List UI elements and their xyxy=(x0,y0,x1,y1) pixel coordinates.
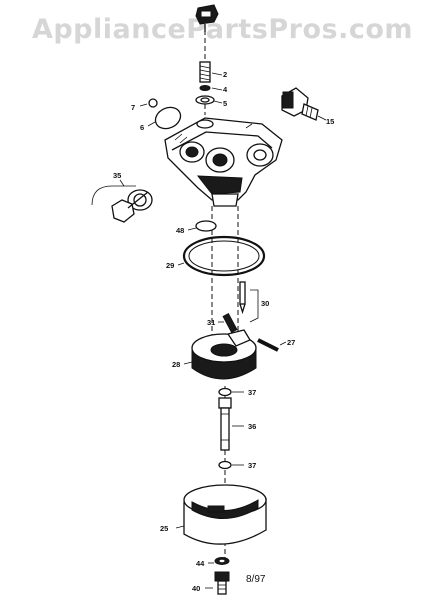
callout-4: 4 xyxy=(223,85,228,94)
callout-30: 30 xyxy=(261,299,269,308)
part-28-float: 28 xyxy=(172,329,257,380)
part-44-washer: 44 xyxy=(196,557,230,568)
part-37-oring-upper: 37 xyxy=(218,387,256,397)
part-48-seal: 48 xyxy=(176,220,217,235)
part-top-fitting xyxy=(195,4,219,32)
part-7-screw: 7 xyxy=(131,98,158,112)
watermark-text: AppliancePartsPros.com xyxy=(31,14,414,45)
callout-35: 35 xyxy=(113,171,121,180)
callout-40: 40 xyxy=(192,584,200,593)
callout-29: 29 xyxy=(166,261,174,270)
callout-37-upper: 37 xyxy=(248,388,256,397)
part-30-needle: 30 xyxy=(239,281,269,323)
part-6-choke-plate: 6 xyxy=(140,106,182,132)
callout-7: 7 xyxy=(131,103,135,112)
callout-28: 28 xyxy=(172,360,180,369)
part-29-gasket: 29 xyxy=(166,235,266,277)
part-35-primer: 35 xyxy=(91,171,153,223)
callout-15: 15 xyxy=(326,117,334,126)
callout-44: 44 xyxy=(196,559,205,568)
callout-36: 36 xyxy=(248,422,256,431)
part-2-spring: 2 xyxy=(199,61,227,83)
callout-5: 5 xyxy=(223,99,227,108)
carburetor-body xyxy=(164,117,283,207)
callout-25: 25 xyxy=(160,524,168,533)
callout-31: 31 xyxy=(207,318,215,327)
part-40-bowl-nut: 40 xyxy=(192,571,230,595)
diagram-date: 8/97 xyxy=(246,574,266,585)
part-25-float-bowl: 25 xyxy=(160,484,267,545)
callout-6: 6 xyxy=(140,123,144,132)
part-27-pin: 27 xyxy=(257,338,295,352)
part-15-elbow: 15 xyxy=(281,87,334,126)
part-4-washer: 4 xyxy=(199,85,228,94)
callout-2: 2 xyxy=(223,70,227,79)
part-5-oring: 5 xyxy=(195,95,227,108)
part-37-oring-lower: 37 xyxy=(218,460,256,470)
part-31-pin: 31 xyxy=(207,312,238,334)
callout-48: 48 xyxy=(176,226,184,235)
callout-37-lower: 37 xyxy=(248,461,256,470)
part-36-jet: 36 xyxy=(218,397,256,451)
callout-27: 27 xyxy=(287,338,295,347)
